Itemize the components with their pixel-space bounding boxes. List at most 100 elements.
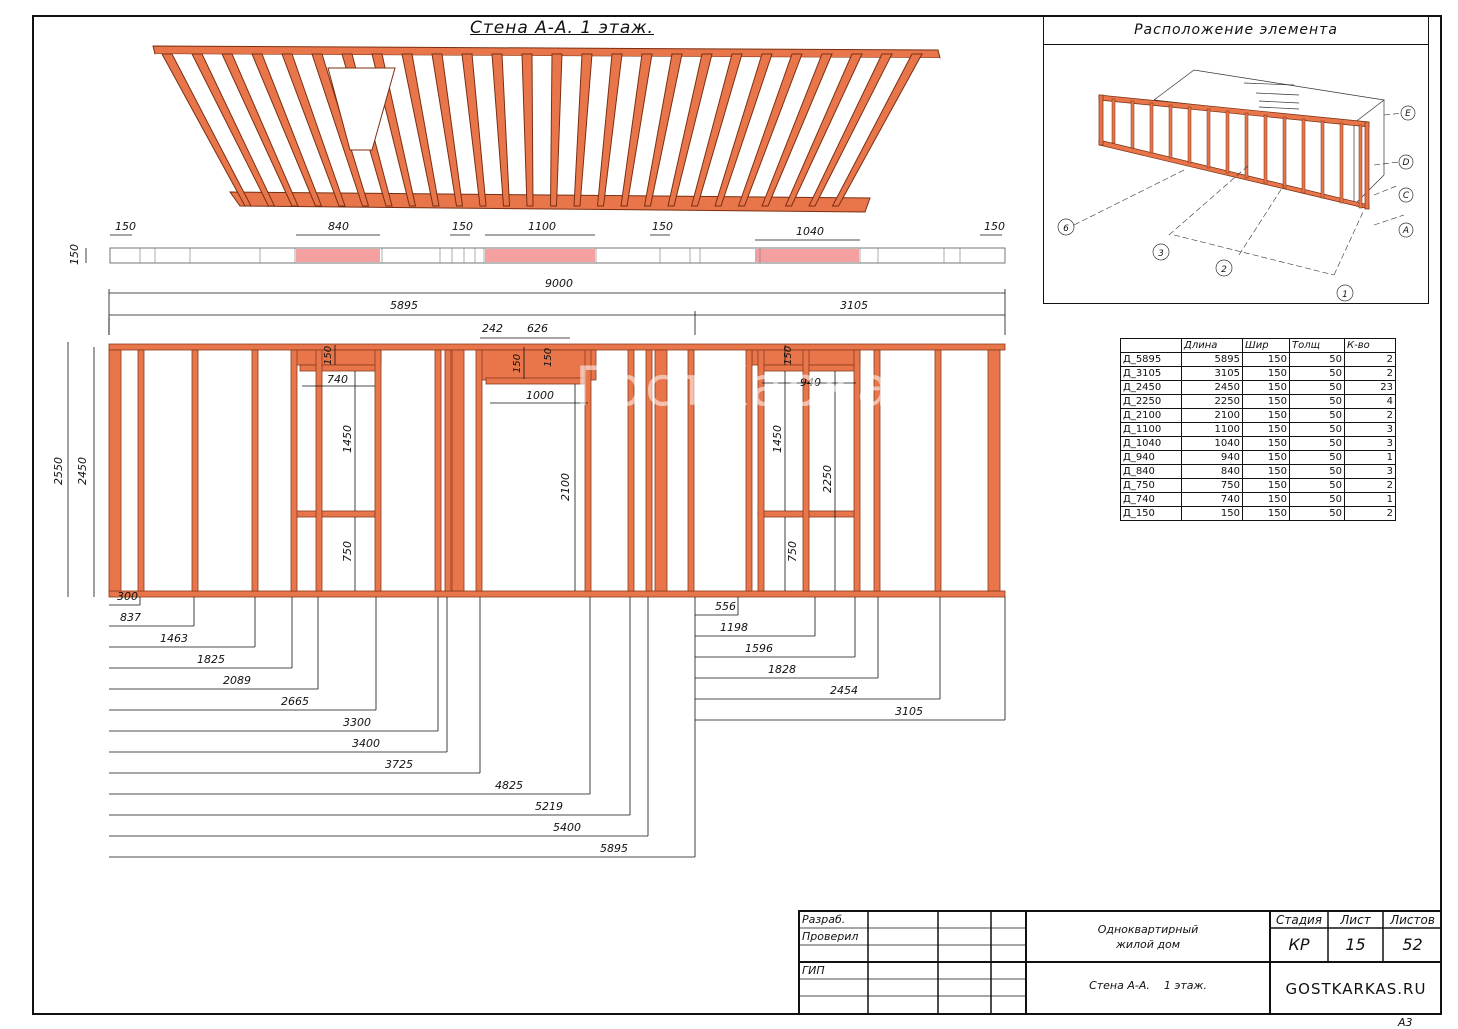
spec-table-cell: 1	[1344, 450, 1396, 465]
iso-stud	[401, 53, 440, 207]
spec-table-cell: Д_1100	[1120, 422, 1182, 437]
chain-label: 5400	[553, 821, 581, 834]
frame-stud	[873, 349, 881, 592]
chain-label: 4825	[495, 779, 523, 792]
spec-table-cell: 150	[1242, 380, 1290, 395]
drawing-sheet	[32, 15, 1442, 1015]
frame-stud	[475, 349, 483, 592]
spec-header-cell: Толщ	[1289, 338, 1345, 353]
axis-label: 6	[1063, 224, 1069, 234]
spec-table-cell: 50	[1289, 352, 1345, 367]
spec-table-cell: 2250	[1181, 394, 1243, 409]
wall-isometric-view	[152, 45, 941, 213]
iso-stud	[620, 53, 653, 207]
top-dim-label: 242	[482, 322, 503, 335]
iso-stud	[667, 53, 713, 207]
developed-label: Разраб.	[802, 913, 846, 926]
total-length-label: 9000	[545, 277, 573, 290]
spec-table-cell: 750	[1181, 478, 1243, 493]
spec-header-cell	[1120, 338, 1182, 353]
plan-dim-label: 1040	[796, 225, 824, 238]
watermark: ГостКаркас	[575, 355, 924, 418]
spec-table-cell: Д_940	[1120, 450, 1182, 465]
spec-table-cell: 150	[1242, 506, 1290, 521]
loc-stud	[1111, 98, 1116, 144]
iso-stud	[596, 53, 623, 207]
iso-stud	[690, 53, 743, 207]
iso-stud	[191, 53, 276, 207]
loc-stud	[1168, 104, 1173, 159]
spec-table-cell: 940	[1181, 450, 1243, 465]
loc-stud	[1263, 114, 1268, 184]
axis-label: 1	[1342, 290, 1348, 300]
chain-label: 5219	[535, 800, 563, 813]
stage-label: Стадия	[1275, 913, 1323, 927]
frame-stud	[627, 349, 635, 592]
spec-table-cell: 2	[1344, 352, 1396, 367]
spec-table-cell: 3105	[1181, 366, 1243, 381]
stage-value: КР	[1288, 935, 1310, 954]
loc-stud	[1301, 118, 1306, 194]
iso-stud	[643, 53, 683, 207]
spec-table-cell: 50	[1289, 408, 1345, 423]
loc-stud	[1149, 102, 1154, 154]
loc-stud	[1244, 112, 1249, 179]
frame-stud	[853, 349, 861, 592]
opening-dim-label: 750	[341, 541, 354, 562]
spec-table-cell: 3	[1344, 436, 1396, 451]
chain-label: 5895	[600, 842, 628, 855]
spec-table-cell: 1040	[1181, 436, 1243, 451]
top-dim-label: 626	[527, 322, 548, 335]
plan-dim-label: 1100	[528, 220, 556, 233]
opening-dim-label: 150	[783, 346, 794, 365]
opening-dim-label: 2250	[821, 465, 834, 493]
spec-table-cell: 2	[1344, 506, 1396, 521]
drawing-title: Стена А-А. 1 этаж.	[470, 18, 654, 38]
spec-header-cell: Шир	[1242, 338, 1290, 353]
opening-dim-label: 1450	[771, 425, 784, 453]
spec-table-cell: 2	[1344, 366, 1396, 381]
spec-table-cell: 150	[1242, 352, 1290, 367]
spec-table-cell: 150	[1181, 506, 1243, 521]
spec-table-cell: 150	[1242, 366, 1290, 381]
spec-table-header: Длина Шир Толщ К-во	[1120, 338, 1396, 353]
spec-table-cell: Д_5895	[1120, 352, 1182, 367]
iso-stud	[784, 53, 863, 207]
spec-table-cell: 150	[1242, 394, 1290, 409]
chain-label: 3400	[352, 737, 380, 750]
format-label: А3	[1398, 1016, 1413, 1029]
spec-table-cell: Д_2100	[1120, 408, 1182, 423]
project-name: Одноквартирный жилой дом	[1026, 922, 1270, 952]
project-name-line2: жилой дом	[1115, 938, 1181, 951]
spec-table-cell: 150	[1242, 450, 1290, 465]
opening-dim-label: 940	[800, 376, 821, 389]
chief-label: ГИП	[802, 964, 825, 977]
spec-table-cell: 5895	[1181, 352, 1243, 367]
loc-stud	[1130, 100, 1135, 149]
height-inner-label: 2450	[76, 457, 89, 485]
frame-stud	[645, 349, 653, 592]
chain-label: 1825	[197, 653, 225, 666]
frame-stud	[251, 349, 259, 592]
chain-label: 3725	[385, 758, 413, 771]
iso-stud	[808, 53, 893, 207]
spec-table-cell: 50	[1289, 422, 1345, 437]
frame-stud	[934, 349, 942, 592]
title-block-grid	[798, 910, 1442, 1015]
frame-stud	[745, 349, 753, 592]
chain-label: 2454	[830, 684, 858, 697]
chain-label: 2089	[223, 674, 251, 687]
iso-stud	[431, 53, 464, 207]
spec-table-cell: 2	[1344, 478, 1396, 493]
iso-stud	[737, 53, 803, 207]
spec-table-cell: Д_750	[1120, 478, 1182, 493]
frame-stud	[108, 349, 122, 592]
